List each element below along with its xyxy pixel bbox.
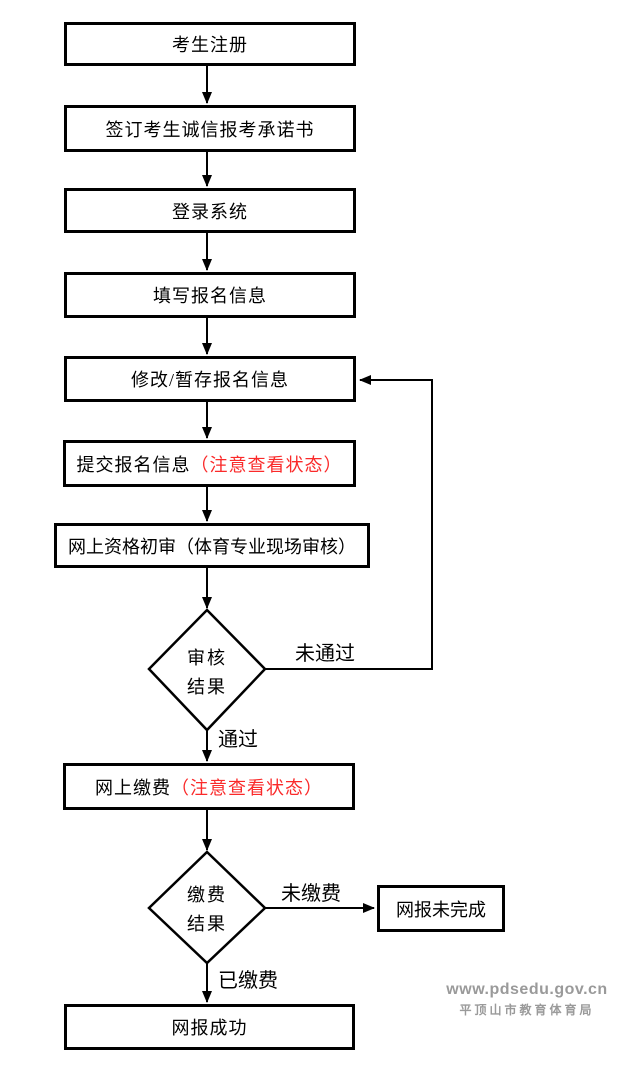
decision-review-line2: 结果 bbox=[187, 677, 227, 697]
node-modify-save-label: 修改/暂存报名信息 bbox=[130, 370, 289, 390]
edge-label-passed: 通过 bbox=[218, 729, 258, 751]
node-registration-success: 网报成功 bbox=[64, 1004, 355, 1050]
node-submit-info: 提交报名信息（注意查看状态） bbox=[63, 440, 356, 487]
node-registration-incomplete: 网报未完成 bbox=[377, 885, 505, 932]
node-registration-incomplete-label: 网报未完成 bbox=[396, 899, 486, 920]
node-login-label: 登录系统 bbox=[172, 201, 248, 222]
node-submit-info-note: （注意查看状态） bbox=[190, 454, 343, 475]
node-online-review-label: 网上资格初审（体育专业现场审核） bbox=[68, 536, 356, 557]
edge-label-paid: 已缴费 bbox=[218, 970, 278, 992]
node-fill-info-label: 填写报名信息 bbox=[153, 286, 267, 306]
watermark-org: 平顶山市教育体育局 bbox=[459, 1003, 595, 1017]
decision-payment-diamond bbox=[147, 850, 267, 965]
node-online-payment-note: （注意查看状态） bbox=[171, 777, 323, 798]
decision-review-diamond bbox=[147, 608, 267, 732]
edge-label-not-passed: 未通过 bbox=[295, 643, 355, 665]
edge-label-not-paid: 未缴费 bbox=[281, 883, 341, 905]
node-fill-info: 填写报名信息 bbox=[64, 272, 356, 318]
node-register: 考生注册 bbox=[64, 22, 356, 66]
watermark-url: www.pdsedu.gov.cn bbox=[446, 981, 608, 998]
decision-review-result: 审核 结果 bbox=[167, 644, 247, 702]
decision-payment-result: 缴费 结果 bbox=[167, 881, 247, 939]
node-online-payment: 网上缴费（注意查看状态） bbox=[63, 763, 355, 810]
node-login: 登录系统 bbox=[64, 188, 356, 233]
node-modify-save: 修改/暂存报名信息 bbox=[64, 356, 356, 402]
node-submit-info-label: 提交报名信息 bbox=[76, 454, 191, 475]
node-online-review: 网上资格初审（体育专业现场审核） bbox=[54, 523, 370, 568]
node-register-label: 考生注册 bbox=[172, 35, 248, 55]
node-commitment: 签订考生诚信报考承诺书 bbox=[64, 105, 356, 152]
decision-payment-line2: 结果 bbox=[187, 914, 227, 934]
decision-review-line1: 审核 bbox=[187, 648, 227, 668]
node-online-payment-label: 网上缴费 bbox=[95, 777, 171, 798]
node-registration-success-label: 网报成功 bbox=[171, 1018, 248, 1038]
node-commitment-label: 签订考生诚信报考承诺书 bbox=[105, 119, 315, 140]
decision-payment-line1: 缴费 bbox=[187, 885, 227, 905]
arrow-not-passed-loop bbox=[265, 375, 433, 670]
